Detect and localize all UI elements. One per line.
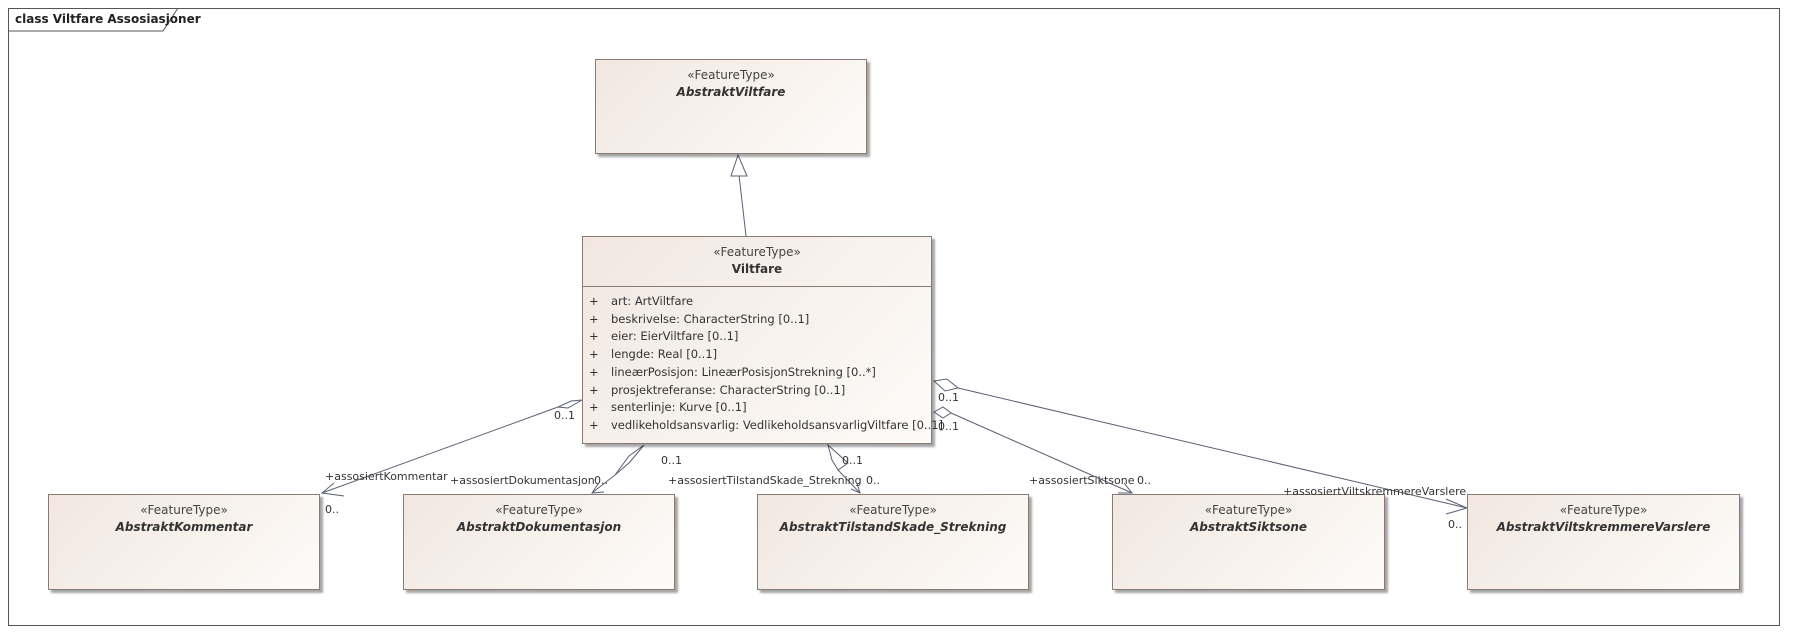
stereotype-label: «FeatureType»	[849, 503, 937, 517]
aggregation-diamond-dokumentasjon	[614, 444, 645, 476]
attribute-row: +eier: EierViltfare [0..1]	[589, 329, 739, 344]
target-multiplicity-dokumentasjon: 0..	[594, 474, 608, 487]
class-abstrakt-dokumentasjon[interactable]: «FeatureType» AbstraktDokumentasjon	[403, 494, 675, 590]
class-abstrakt-siktsone[interactable]: «FeatureType» AbstraktSiktsone	[1112, 494, 1385, 590]
target-multiplicity-kommentar: 0..	[325, 503, 339, 516]
aggregation-diamond-siktsone	[933, 406, 952, 419]
arrowhead-siktsone	[1118, 482, 1134, 494]
source-multiplicity-tilstandskade: 0..1	[842, 454, 863, 467]
attribute-row: +senterlinje: Kurve [0..1]	[589, 400, 747, 415]
class-abstrakt-kommentar[interactable]: «FeatureType» AbstraktKommentar	[48, 494, 320, 590]
class-name: AbstraktDokumentasjon	[456, 520, 622, 534]
class-name: AbstraktViltskremmereVarslere	[1496, 520, 1711, 534]
diagram-title: class Viltfare Assosiasjoner	[15, 12, 201, 26]
stereotype-label: «FeatureType»	[495, 503, 583, 517]
class-name: AbstraktViltfare	[676, 85, 786, 99]
attribute-row: +prosjektreferanse: CharacterString [0..…	[589, 382, 846, 397]
assoc-line-kommentar	[321, 406, 559, 494]
generalization-line	[738, 174, 747, 237]
role-label-dokumentasjon: +assosiertDokumentasjon	[450, 474, 595, 487]
diagram-frame	[8, 8, 1780, 626]
attribute-row: +vedlikeholdsansvarlig: Vedlikeholdsansv…	[589, 417, 944, 432]
class-abstrakt-viltskremmere[interactable]: «FeatureType» AbstraktViltskremmereVarsl…	[1467, 494, 1740, 590]
source-multiplicity-viltskremmere: 0..1	[938, 391, 959, 404]
target-multiplicity-tilstandskade: 0..	[866, 474, 880, 487]
source-multiplicity-kommentar: 0..1	[554, 409, 575, 422]
assoc-line-tilstandskade	[837, 469, 861, 494]
target-multiplicity-viltskremmere: 0..	[1448, 518, 1462, 531]
class-name: AbstraktTilstandSkade_Strekning	[779, 520, 1007, 534]
assoc-line-dokumentasjon	[591, 474, 616, 494]
arrowhead-viltskremmere	[1445, 498, 1469, 515]
attribute-row: +lengde: Real [0..1]	[589, 347, 718, 362]
class-abstrakt-tilstandskade[interactable]: «FeatureType» AbstraktTilstandSkade_Stre…	[757, 494, 1029, 590]
arrowhead-dokumentasjon	[591, 483, 605, 494]
aggregation-diamond-kommentar	[556, 399, 583, 409]
role-label-tilstandskade: +assosiertTilstandSkade_Strekning	[668, 474, 862, 487]
aggregation-diamond-tilstandskade	[827, 443, 849, 471]
class-name: Viltfare	[731, 262, 783, 276]
attribute-divider	[583, 286, 931, 287]
source-multiplicity-dokumentasjon: 0..1	[661, 454, 682, 467]
stereotype-label: «FeatureType»	[713, 245, 801, 259]
role-label-viltskremmere: +assosiertViltskremmereVarslere	[1283, 485, 1467, 498]
class-abstrakt-viltfare[interactable]: «FeatureType» AbstraktViltfare	[595, 59, 867, 154]
stereotype-label: «FeatureType»	[687, 68, 775, 82]
arrowhead-tilstandskade	[850, 482, 861, 494]
attribute-list: +art: ArtViltfare +beskrivelse: Characte…	[589, 293, 944, 435]
class-name: AbstraktSiktsone	[1189, 520, 1308, 534]
attribute-row: +beskrivelse: CharacterString [0..1]	[589, 311, 810, 326]
target-multiplicity-siktsone: 0..	[1137, 474, 1151, 487]
arrowhead-kommentar	[320, 482, 345, 497]
stereotype-label: «FeatureType»	[1204, 503, 1293, 517]
assoc-line-viltskremmere	[957, 387, 1468, 509]
generalization-arrowhead	[730, 153, 748, 177]
aggregation-diamond-viltskremmere	[932, 378, 960, 392]
class-name: AbstraktKommentar	[115, 520, 253, 534]
stereotype-label: «FeatureType»	[140, 503, 228, 517]
role-label-kommentar: +assosiertKommentar	[325, 470, 448, 483]
role-label-siktsone: +assosiertSiktsone	[1029, 474, 1135, 487]
assoc-line-siktsone	[950, 412, 1133, 494]
source-multiplicity-siktsone: 0..1	[938, 420, 959, 433]
attribute-row: +lineærPosisjon: LineærPosisjonStrekning…	[589, 364, 876, 379]
attribute-row: +art: ArtViltfare	[589, 294, 694, 308]
frame-title-tab	[8, 8, 179, 32]
class-viltfare[interactable]: «FeatureType» Viltfare +art: ArtViltfare…	[582, 236, 944, 444]
stereotype-label: «FeatureType»	[1559, 503, 1648, 517]
